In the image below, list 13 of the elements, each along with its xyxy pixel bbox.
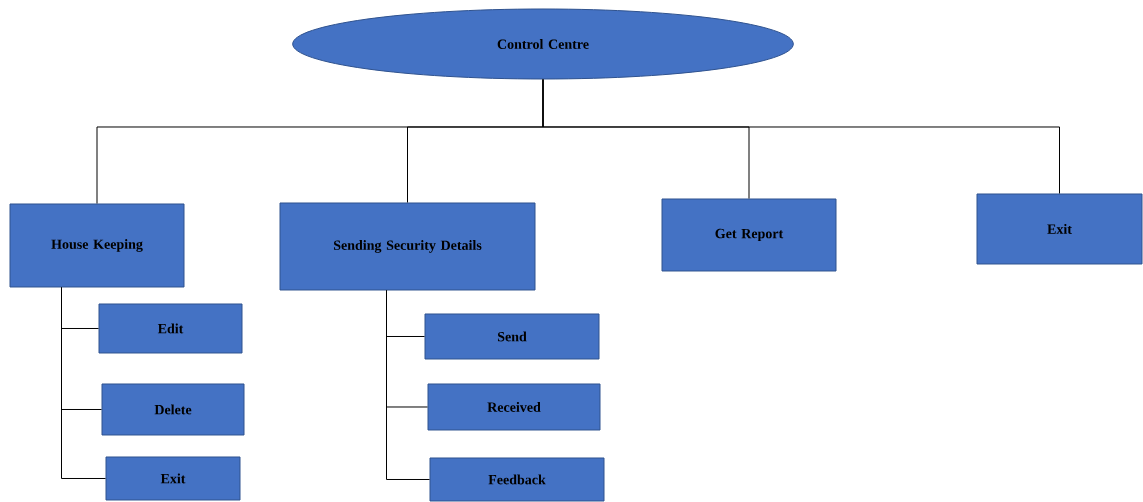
menu-box: House Keeping — [9, 203, 185, 288]
menu-box: Exit — [976, 193, 1143, 265]
menu-box: Send — [424, 313, 600, 360]
menu-box: Edit — [98, 303, 243, 354]
menu-box: Sending Security Details — [279, 202, 536, 291]
connector-line — [542, 79, 1060, 194]
connector-line — [386, 290, 430, 480]
menu-box: Feedback — [429, 457, 605, 502]
menu-box: Get Report — [661, 198, 837, 272]
menu-box: Delete — [101, 383, 245, 436]
menu-box: Received — [427, 383, 601, 431]
menu-box: Exit — [105, 456, 241, 501]
connector-line — [61, 287, 106, 479]
